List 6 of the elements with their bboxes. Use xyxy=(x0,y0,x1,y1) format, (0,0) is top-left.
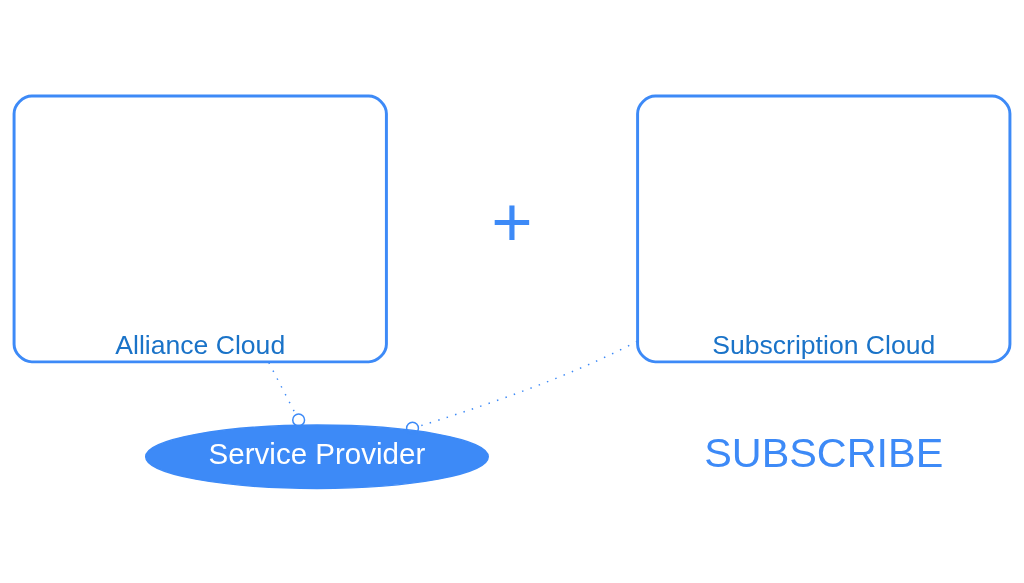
label: + xyxy=(491,181,533,261)
connector xyxy=(405,340,638,435)
connector xyxy=(268,361,306,427)
label: SUBSCRIBE xyxy=(704,429,944,476)
node-box: Alliance Cloud xyxy=(12,93,388,363)
node-box: Subscription Cloud xyxy=(636,93,1012,363)
